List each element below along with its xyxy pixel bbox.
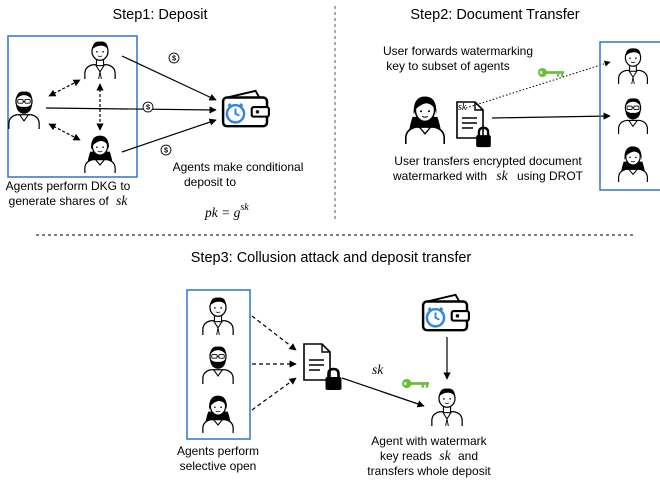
dollar-coin-icon [160, 144, 172, 156]
step3-title: Step3: Collusion attack and deposit tran… [191, 250, 472, 266]
document-icon [303, 343, 331, 381]
open-arrow-1 [251, 315, 297, 351]
key-forward-arrow [465, 60, 611, 109]
agents-dkg-caption: Agents perform DKG to [6, 179, 131, 193]
step2-agents-frame [599, 41, 660, 191]
final-caption: Agent with watermark [371, 434, 487, 448]
selective-open-caption-2: selective open [180, 459, 257, 473]
deposit-arrow-3 [121, 118, 217, 153]
person-male-icon [431, 387, 463, 426]
final-caption-3: transfers whole deposit [367, 464, 491, 478]
wallet-clock-icon [421, 293, 471, 332]
selective-open-caption: Agents perform [177, 444, 259, 458]
person-bearded-icon [202, 345, 234, 384]
key-icon [402, 378, 429, 389]
forward-key-caption-2: key to subset of agents [386, 59, 509, 73]
document-tag: sk [458, 102, 467, 113]
step2-panel: Step2: Document Transfer User forwards w… [383, 7, 660, 191]
transfer-caption: User transfers encrypted document [394, 154, 582, 168]
secret-edge-label: sk [372, 362, 384, 377]
step2-title: Step2: Document Transfer [410, 7, 579, 23]
lock-icon [324, 367, 343, 391]
dkg-arrow-top [48, 79, 81, 97]
person-female-icon [84, 134, 116, 173]
deposit-caption-2: deposit to [184, 175, 236, 189]
person-bearded-icon [617, 97, 649, 134]
deposit-arrow-1 [121, 55, 217, 101]
person-female-icon [617, 145, 649, 182]
open-arrow-3 [251, 377, 297, 411]
step3-agents-frame [186, 289, 251, 440]
step1-agents-frame [7, 35, 138, 178]
wallet-clock-icon [221, 89, 271, 128]
forward-key-caption: User forwards watermarking [383, 44, 533, 58]
transfer-caption-2: watermarked with sk using DROT [392, 168, 584, 183]
dkg-arrow-bottom [48, 123, 81, 141]
secret-transfer-arrow [341, 377, 425, 408]
person-female-icon [202, 394, 234, 433]
person-male-icon [84, 40, 116, 79]
dollar-coin-icon [168, 52, 180, 64]
person-bearded-icon [8, 90, 40, 129]
step3-panel: Step3: Collusion attack and deposit tran… [177, 250, 491, 478]
person-female-icon [404, 95, 446, 144]
step1-title: Step1: Deposit [112, 7, 207, 23]
person-male-icon [202, 296, 234, 335]
dollar-coin-icon [142, 101, 154, 113]
agents-dkg-caption-2: generate shares of sk [9, 193, 129, 208]
deposit-caption: Agents make conditional [173, 160, 304, 174]
document-transfer-arrow [491, 112, 611, 120]
person-male-icon [617, 47, 649, 84]
deposit-arrow-2 [45, 106, 217, 114]
public-key-formula: pk = gsk [204, 202, 249, 220]
step1-panel: Step1: Deposit Agents perform DKG to gen… [6, 7, 304, 220]
key-icon [537, 67, 565, 78]
final-caption-2: key reads sk and [380, 448, 478, 463]
